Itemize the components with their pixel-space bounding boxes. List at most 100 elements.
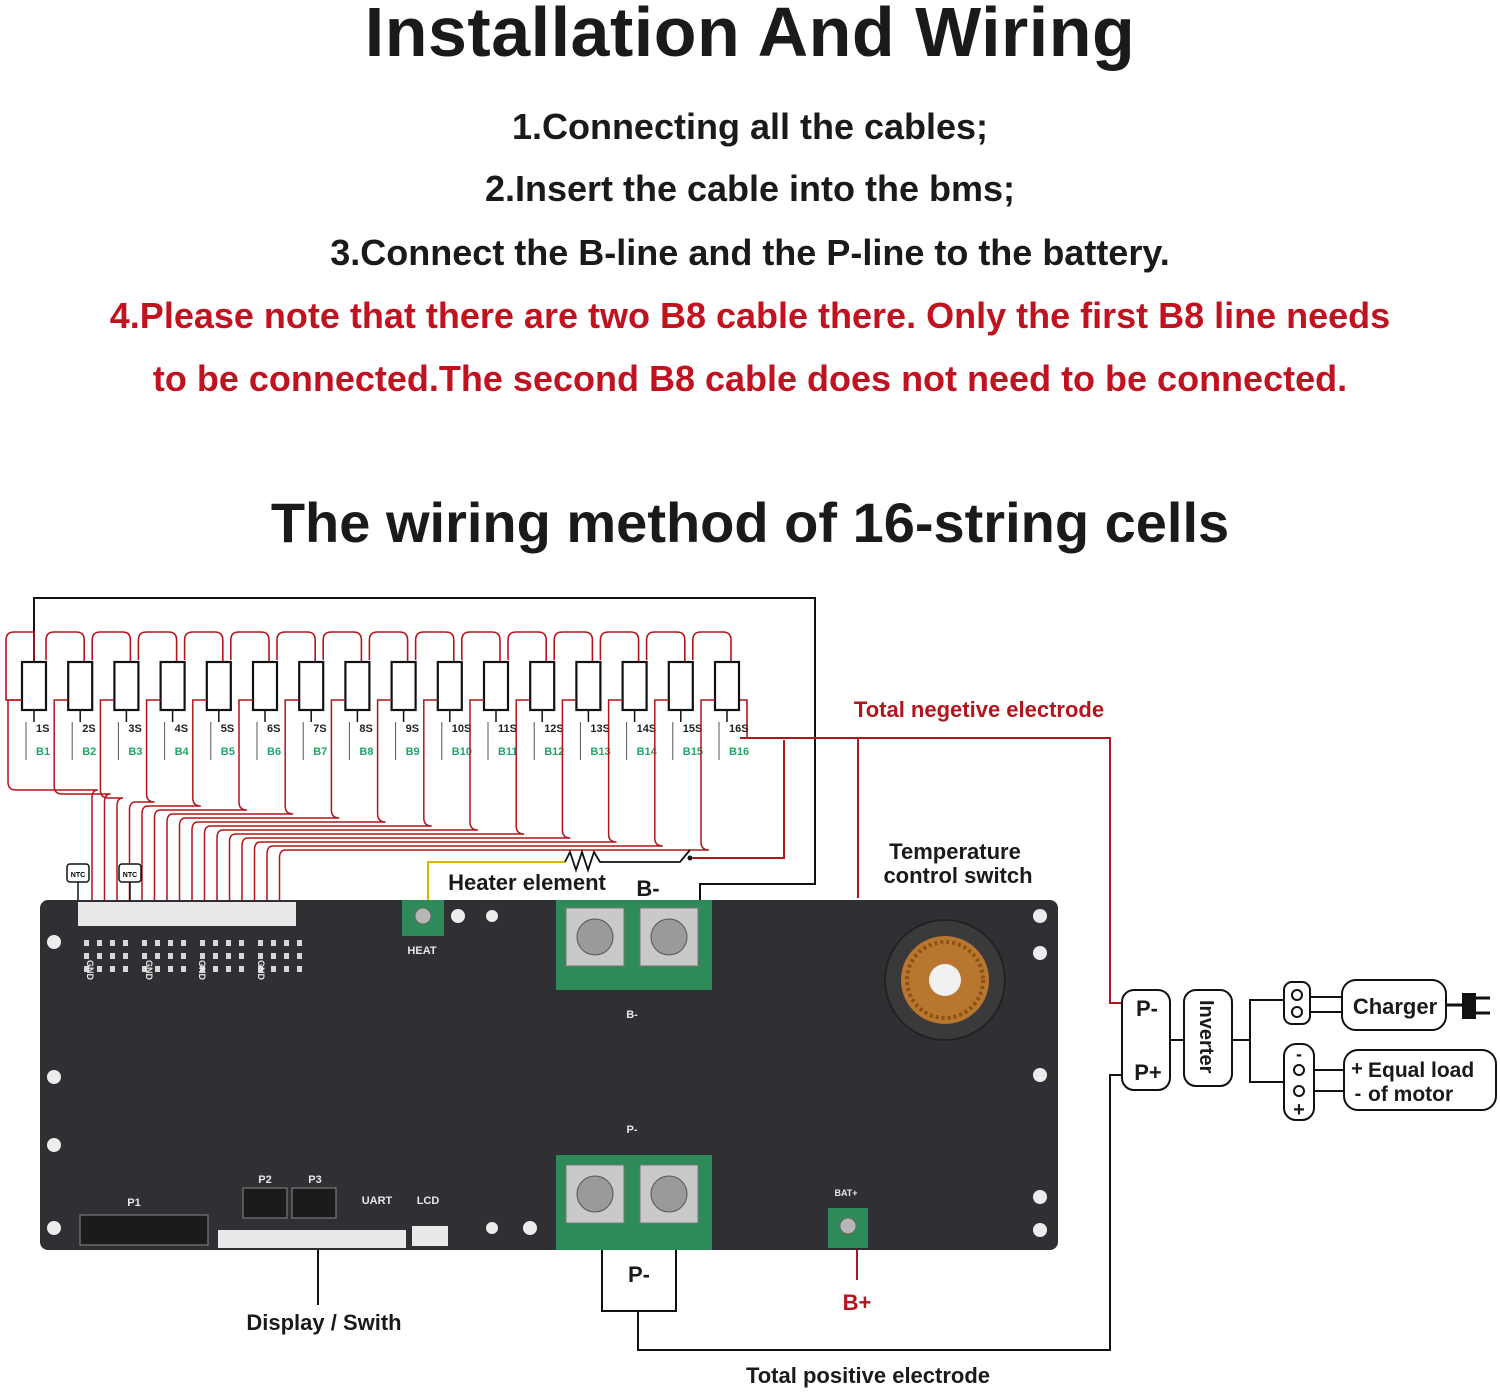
board-pin	[271, 940, 276, 946]
load-line-1: Equal load	[1368, 1059, 1474, 1082]
board-pin	[84, 940, 89, 946]
step-2: 2.Insert the cable into the bms;	[484, 168, 1016, 209]
diagram-subtitle: The wiring method of 16-string cells	[270, 491, 1230, 554]
sense-wire-6	[153, 699, 253, 905]
b-label: B12	[544, 746, 564, 758]
b-label: B6	[267, 746, 281, 758]
sense-wire-12	[228, 699, 531, 905]
total-positive-label: Total positive electrode	[746, 1363, 990, 1388]
sense-wire-2	[53, 699, 111, 905]
cell-14: 14S B14	[621, 660, 658, 760]
lcd-connector	[412, 1226, 448, 1246]
board-pin	[258, 940, 263, 946]
gnd-label-1: GND	[85, 960, 95, 981]
sense-wire-11	[216, 699, 484, 905]
cell-connector-3	[91, 631, 132, 662]
uart-label: UART	[362, 1195, 393, 1207]
ntc-label-1: NTC	[71, 872, 85, 879]
cell-connector-14	[599, 631, 640, 662]
cell-connector-9	[368, 631, 409, 662]
board-pin	[110, 966, 115, 972]
board-pin	[142, 940, 147, 946]
board-pin	[200, 940, 205, 946]
cell-connector-10	[414, 631, 455, 662]
heat-label: HEAT	[407, 945, 436, 957]
resistor-symbol	[564, 849, 691, 873]
balance-connector	[78, 902, 296, 926]
heater-label: Heater element	[448, 870, 606, 895]
first-cell-wire	[5, 631, 35, 701]
cell-label: 16S	[729, 723, 749, 735]
board-pin	[226, 966, 231, 972]
cell-body	[529, 660, 556, 712]
cell-label: 9S	[406, 723, 419, 735]
board-pin	[239, 940, 244, 946]
cell-body	[159, 660, 186, 712]
cell-label: 6S	[267, 723, 280, 735]
board-pin	[142, 966, 147, 972]
temp-switch-line-2: control switch	[883, 863, 1032, 888]
cell-label: 3S	[128, 723, 141, 735]
load-plus-label: +	[1351, 1058, 1363, 1080]
board-pin	[284, 953, 289, 959]
total-negative-label: Total negetive electrode	[854, 697, 1104, 722]
ntc-label-2: NTC	[123, 872, 137, 879]
board-pin	[155, 966, 160, 972]
p-minus-box-label: P-	[628, 1262, 650, 1287]
cell-label: 12S	[544, 723, 564, 735]
heater-wire-yellow	[427, 861, 565, 905]
sense-wire-5	[141, 699, 207, 905]
board-pin	[226, 953, 231, 959]
board-pin	[258, 966, 263, 972]
board-pin	[213, 966, 218, 972]
board-pin	[226, 940, 231, 946]
board-pin	[84, 953, 89, 959]
cell-label: 10S	[452, 723, 472, 735]
cell-label: 1S	[36, 723, 49, 735]
board-pin	[284, 940, 289, 946]
gnd-label-3: GND	[197, 960, 207, 981]
board-pin	[123, 940, 128, 946]
b-label: B7	[313, 746, 327, 758]
board-pin	[142, 953, 147, 959]
total-positive-wire	[637, 1074, 1124, 1351]
ntc-sensor-2: NTC	[118, 863, 142, 905]
gnd-label-4: GND	[256, 960, 266, 981]
gnd-label-2: GND	[144, 960, 154, 981]
cell-label: 14S	[637, 723, 657, 735]
cell-body	[436, 660, 463, 712]
cell-connector-4	[137, 631, 178, 662]
p3-relay	[291, 1187, 337, 1219]
board-pin	[200, 966, 205, 972]
board-pin	[123, 966, 128, 972]
board-pin	[239, 953, 244, 959]
inverter-outputs	[1232, 999, 1284, 1083]
step-1: 1.Connecting all the cables;	[511, 106, 989, 147]
cell-6: 6S B6	[251, 660, 281, 760]
board-pin	[168, 953, 173, 959]
cell-body	[621, 660, 648, 712]
cell-body	[67, 660, 94, 712]
board-pin	[297, 966, 302, 972]
board-pin	[84, 966, 89, 972]
board-pin	[97, 940, 102, 946]
sense-wire-14	[253, 699, 623, 905]
cell-label: 8S	[359, 723, 372, 735]
b-label: B14	[637, 746, 658, 758]
board-pin	[297, 940, 302, 946]
board-pin	[97, 966, 102, 972]
cell-label: 15S	[683, 723, 703, 735]
sense-wires	[7, 699, 715, 905]
cell-connector-12	[507, 631, 547, 662]
note-line-1: 4.Please note that there are two B8 cabl…	[109, 295, 1391, 336]
cell-body	[344, 660, 371, 712]
charger-port	[1283, 981, 1311, 1025]
display-switch-label: Display / Swith	[246, 1310, 401, 1335]
